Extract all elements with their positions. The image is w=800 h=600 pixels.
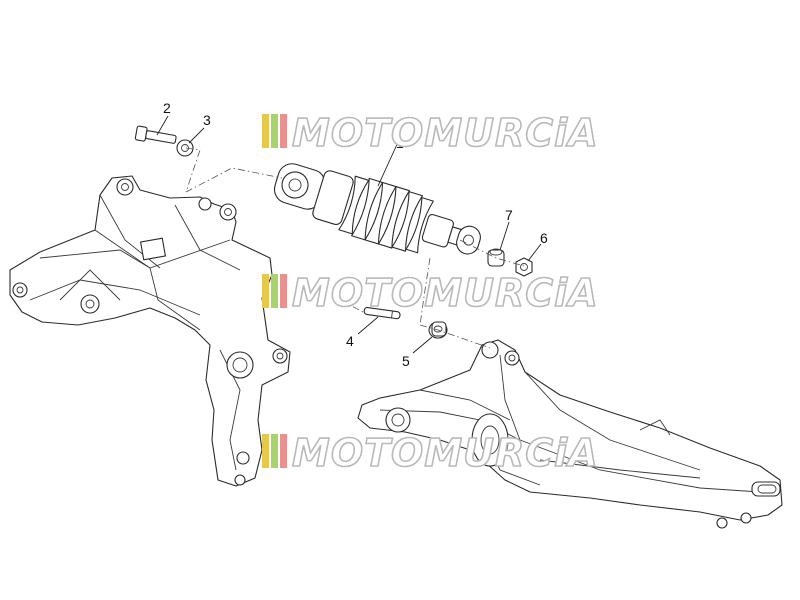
callout-6: 6 bbox=[540, 230, 548, 246]
callout-3: 3 bbox=[203, 112, 211, 128]
washer-part bbox=[176, 139, 194, 157]
callout-1: 1 bbox=[396, 135, 404, 151]
spacer-part bbox=[487, 248, 505, 267]
watermark-top: MOTOMURCiA bbox=[262, 110, 599, 156]
watermark-text: MOTOMURCiA bbox=[292, 271, 599, 315]
callout-2: 2 bbox=[163, 100, 171, 116]
bolt-part bbox=[134, 125, 177, 144]
pin-part bbox=[363, 306, 401, 320]
nut-part bbox=[515, 257, 533, 277]
watermark-text: MOTOMURCiA bbox=[292, 431, 599, 475]
watermark-flag-bar bbox=[271, 114, 278, 148]
callout-labels: 1 2 3 4 5 6 7 bbox=[163, 100, 548, 369]
watermark-flag-bar bbox=[262, 274, 269, 308]
watermark-flag-bar bbox=[271, 434, 278, 468]
watermark-middle: MOTOMURCiA bbox=[262, 270, 599, 316]
frame-bracket bbox=[9, 175, 291, 487]
watermark-flag-bar bbox=[280, 434, 287, 468]
watermark-flag-bar bbox=[280, 114, 287, 148]
callout-4: 4 bbox=[346, 333, 354, 349]
watermark-flag-bar bbox=[262, 434, 269, 468]
watermark-flag-bar bbox=[262, 114, 269, 148]
callout-5: 5 bbox=[402, 353, 410, 369]
watermark-flag-bar bbox=[280, 274, 287, 308]
watermark-text: MOTOMURCiA bbox=[292, 111, 599, 155]
callout-7: 7 bbox=[505, 207, 513, 223]
swingarm bbox=[357, 339, 783, 529]
assembly-lines bbox=[185, 147, 525, 349]
leader-lines bbox=[156, 115, 542, 354]
shock-absorber bbox=[273, 163, 481, 255]
watermark-flag-bar bbox=[271, 274, 278, 308]
watermark-bottom: MOTOMURCiA bbox=[262, 430, 599, 476]
